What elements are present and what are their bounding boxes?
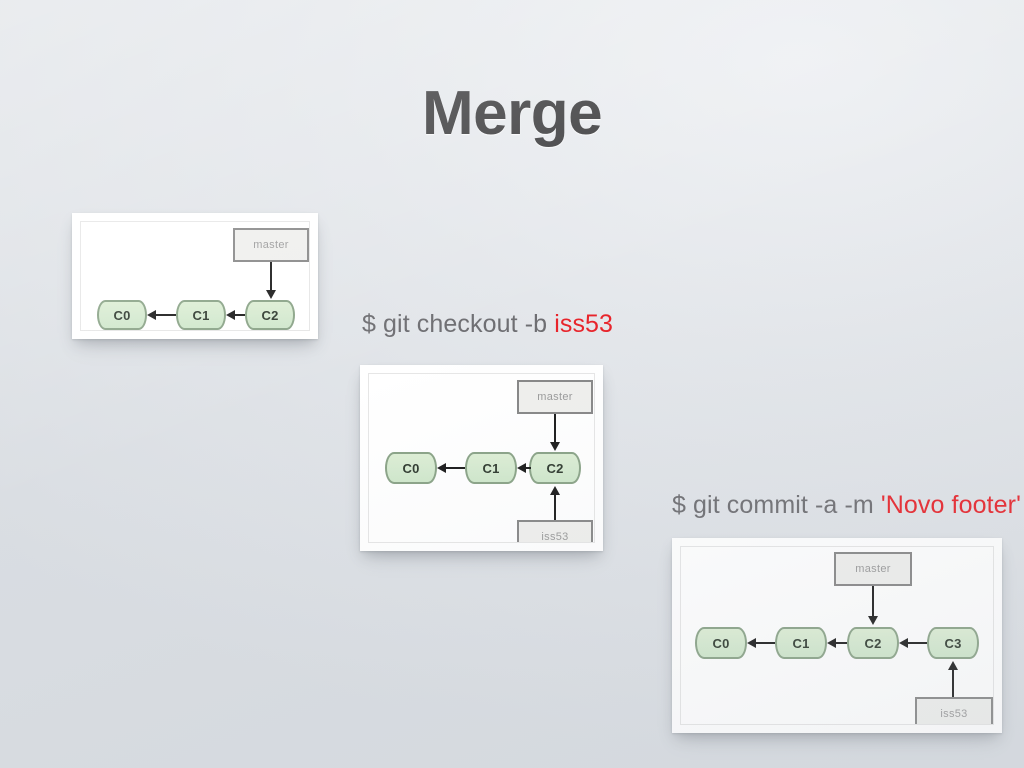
- edge-master-to-c2: [554, 414, 556, 444]
- edge-iss53-to-c3: [952, 669, 954, 699]
- commit-node-c2: C2: [847, 627, 899, 659]
- branch-label-master: master: [834, 552, 912, 586]
- edge-c1-to-c0: [751, 642, 775, 644]
- commit-node-c1: C1: [176, 300, 226, 330]
- git-diagram-panel-2: master C0 C1 C2 iss53: [360, 365, 603, 551]
- commit-node-c1: C1: [465, 452, 517, 484]
- panel-canvas: master C0 C1 C2 C3 iss53: [680, 546, 994, 725]
- branch-label-master: master: [517, 380, 593, 414]
- edge-c2-to-c1: [230, 314, 245, 316]
- command-argument: 'Novo footer': [880, 491, 1021, 519]
- arrowhead-left-icon: [517, 463, 526, 473]
- commit-node-c0: C0: [385, 452, 437, 484]
- commit-node-c2: C2: [529, 452, 581, 484]
- command-caption-commit: $ git commit -a -m 'Novo footer': [672, 491, 1021, 520]
- arrowhead-down-icon: [550, 442, 560, 451]
- git-diagram-panel-1: master C0 C1 C2: [72, 213, 318, 339]
- arrowhead-left-icon: [899, 638, 908, 648]
- branch-label-master: master: [233, 228, 309, 262]
- commit-node-c2: C2: [245, 300, 295, 330]
- arrowhead-left-icon: [437, 463, 446, 473]
- panel-canvas: master C0 C1 C2: [80, 221, 310, 331]
- arrowhead-left-icon: [827, 638, 836, 648]
- edge-c1-to-c0: [441, 467, 465, 469]
- commit-node-c0: C0: [97, 300, 147, 330]
- git-diagram-panel-3: master C0 C1 C2 C3 iss53: [672, 538, 1002, 733]
- edge-master-to-c2: [872, 586, 874, 618]
- command-prefix: $ git commit -a -m: [672, 491, 881, 519]
- arrowhead-down-icon: [266, 290, 276, 299]
- arrowhead-up-icon: [550, 486, 560, 495]
- panel-canvas: master C0 C1 C2 iss53: [368, 373, 595, 543]
- commit-node-c1: C1: [775, 627, 827, 659]
- command-prefix: $ git checkout -b: [362, 310, 555, 338]
- branch-label-iss53: iss53: [517, 520, 593, 542]
- arrowhead-left-icon: [147, 310, 156, 320]
- edge-master-to-c2: [270, 262, 272, 292]
- arrowhead-left-icon: [226, 310, 235, 320]
- command-argument: iss53: [554, 310, 614, 338]
- edge-c2-to-c1: [521, 467, 531, 469]
- arrowhead-down-icon: [868, 616, 878, 625]
- command-caption-checkout: $ git checkout -b iss53: [362, 310, 613, 339]
- branch-label-iss53: iss53: [915, 697, 993, 724]
- commit-node-c0: C0: [695, 627, 747, 659]
- edge-c1-to-c0: [151, 314, 176, 316]
- arrowhead-left-icon: [747, 638, 756, 648]
- page-title: Merge: [421, 79, 603, 148]
- arrowhead-up-icon: [948, 661, 958, 670]
- edge-iss53-to-c2: [554, 494, 556, 522]
- edge-c3-to-c2: [903, 642, 927, 644]
- commit-node-c3: C3: [927, 627, 979, 659]
- edge-c2-to-c1: [831, 642, 847, 644]
